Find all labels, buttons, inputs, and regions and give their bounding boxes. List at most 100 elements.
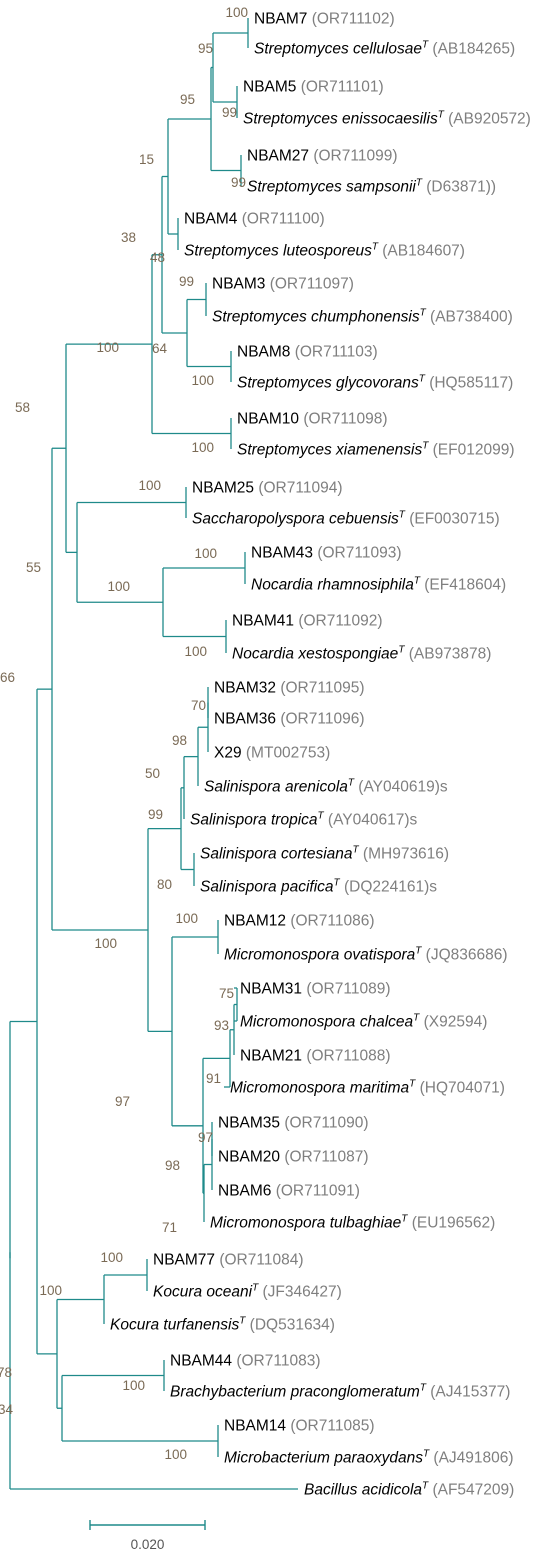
bootstrap-value: 100	[194, 546, 217, 561]
taxon-name: Streptomyces luteosporeus	[184, 243, 372, 260]
taxon-name: NBAM32	[214, 680, 276, 697]
tip-label: Micromonospora maritimaT (HQ704071)	[230, 1079, 505, 1097]
type-strain-superscript: T	[420, 1383, 427, 1394]
type-strain-superscript: T	[318, 811, 325, 822]
type-strain-superscript: T	[419, 374, 426, 385]
tip-label: NBAM21 (OR711088)	[240, 1048, 390, 1065]
accession-number: (AJ415377)	[426, 1384, 510, 1401]
type-strain-superscript: T	[438, 110, 445, 121]
taxon-name: Salinispora arenicola	[204, 779, 348, 796]
taxon-name: Microbacterium paraoxydans	[224, 1450, 423, 1467]
tip-label: NBAM6 (OR711091)	[218, 1183, 360, 1200]
accession-number: (EF0030715)	[405, 511, 500, 528]
taxon-name: Streptomyces enissocaesilis	[243, 111, 438, 128]
taxon-name: Micromonospora maritima	[230, 1080, 410, 1097]
type-strain-superscript: T	[252, 1283, 259, 1294]
accession-number: (OR711086)	[286, 913, 374, 930]
type-strain-superscript: T	[372, 242, 379, 253]
tip-label: Streptomyces luteosporeusT (AB184607)	[184, 242, 465, 260]
accession-number: (EU196562)	[407, 1215, 495, 1232]
accession-number: (MT002753)	[242, 745, 331, 762]
accession-number: (OR711100)	[237, 211, 324, 228]
accession-number: (D63871))	[422, 179, 496, 196]
bootstrap-value: 100	[39, 1283, 62, 1298]
taxon-name: NBAM14	[224, 1418, 286, 1435]
accession-number: (OR711098)	[299, 411, 387, 428]
type-strain-superscript: T	[413, 1013, 420, 1024]
bootstrap-value: 100	[225, 5, 248, 20]
accession-number: (OR711093)	[313, 545, 401, 562]
tip-label: NBAM27 (OR711099)	[247, 148, 397, 165]
tip-label: Kocura oceaniT (JF346427)	[153, 1283, 342, 1301]
taxon-name: NBAM7	[254, 11, 307, 28]
bootstrap-value: 75	[219, 986, 234, 1001]
accession-number: (AJ491806)	[429, 1450, 513, 1467]
type-strain-superscript: T	[409, 1079, 416, 1090]
taxon-name: NBAM3	[212, 276, 265, 293]
bootstrap-value: 71	[162, 1220, 177, 1235]
tip-label: Micromonospora chalceaT (X92594)	[240, 1013, 487, 1031]
bootstrap-value: 100	[94, 936, 117, 951]
taxon-name: Salinispora pacifica	[200, 879, 334, 896]
taxon-name: NBAM35	[218, 1115, 280, 1132]
accession-number: (OR711097)	[265, 276, 353, 293]
tip-label: NBAM35 (OR711090)	[218, 1115, 368, 1132]
accession-number: (JQ836686)	[421, 947, 507, 964]
bootstrap-value: 98	[172, 733, 187, 748]
type-strain-superscript: T	[422, 441, 429, 452]
bootstrap-value: 78	[0, 1365, 12, 1380]
bootstrap-value: 100	[100, 1250, 123, 1265]
tip-label: Salinispora cortesianaT (MH973616)	[200, 845, 449, 863]
taxon-name: NBAM77	[153, 1252, 215, 1269]
bootstrap-value: 58	[15, 400, 30, 415]
bootstrap-value: 15	[139, 152, 154, 167]
tip-label: X29 (MT002753)	[214, 745, 330, 762]
type-strain-superscript: T	[416, 178, 423, 189]
accession-number: (OR711089)	[302, 981, 390, 998]
accession-number: (AY040619)s	[354, 779, 448, 796]
tip-labels: NBAM7 (OR711102)Streptomyces cellulosaeT…	[110, 11, 531, 1499]
tip-label: NBAM31 (OR711089)	[240, 981, 390, 998]
bootstrap-value: 100	[184, 644, 207, 659]
taxon-name: NBAM25	[192, 480, 254, 497]
taxon-name: Streptomyces cellulosae	[254, 41, 422, 58]
tip-label: Streptomyces chumphonensisT (AB738400)	[212, 308, 513, 326]
tip-label: Streptomyces sampsoniiT (D63871))	[247, 178, 496, 196]
taxon-name: Nocardia rhamnosiphila	[251, 577, 414, 594]
accession-number: (EF418604)	[420, 577, 506, 594]
taxon-name: NBAM5	[243, 79, 296, 96]
taxon-name: Kocura turfanensis	[110, 1317, 239, 1334]
taxon-name: Micromonospora chalcea	[240, 1014, 414, 1031]
tip-label: Salinispora pacificaT (DQ224161)s	[200, 878, 437, 896]
accession-number: (OR711090)	[280, 1115, 368, 1132]
taxon-name: NBAM31	[240, 981, 302, 998]
bootstrap-value: 64	[152, 341, 168, 356]
tip-label: Salinispora tropicaT (AY040617)s	[190, 811, 418, 829]
tree-branches	[9, 18, 298, 1490]
bootstrap-value: 99	[222, 105, 237, 120]
taxon-name: NBAM8	[237, 344, 290, 361]
type-strain-superscript: T	[422, 1481, 429, 1492]
tip-label: Micromonospora tulbaghiaeT (EU196562)	[210, 1214, 495, 1232]
taxon-name: NBAM6	[218, 1183, 271, 1200]
accession-number: (X92594)	[419, 1014, 487, 1031]
bootstrap-value: 100	[107, 579, 130, 594]
accession-number: (AB920572)	[444, 111, 531, 128]
accession-number: (OR711092)	[294, 613, 382, 630]
bootstrap-value: 97	[198, 1130, 213, 1145]
bootstrap-value: 99	[179, 274, 194, 289]
scale-bar: 0.020	[89, 1520, 206, 1552]
taxon-name: Streptomyces chumphonensis	[212, 309, 420, 326]
tip-label: NBAM14 (OR711085)	[224, 1418, 374, 1435]
accession-number: (OR711088)	[302, 1048, 390, 1065]
taxon-name: NBAM20	[218, 1149, 280, 1166]
bootstrap-value: 100	[191, 373, 214, 388]
bootstrap-value: 48	[150, 250, 165, 265]
taxon-name: Saccharopolyspora cebuensis	[192, 511, 399, 528]
taxon-name: Streptomyces sampsonii	[247, 179, 416, 196]
bootstrap-value: 70	[191, 698, 206, 713]
accession-number: (AF547209)	[428, 1482, 514, 1499]
type-strain-superscript: T	[399, 510, 406, 521]
accession-number: (OR711095)	[276, 680, 364, 697]
type-strain-superscript: T	[348, 778, 355, 789]
